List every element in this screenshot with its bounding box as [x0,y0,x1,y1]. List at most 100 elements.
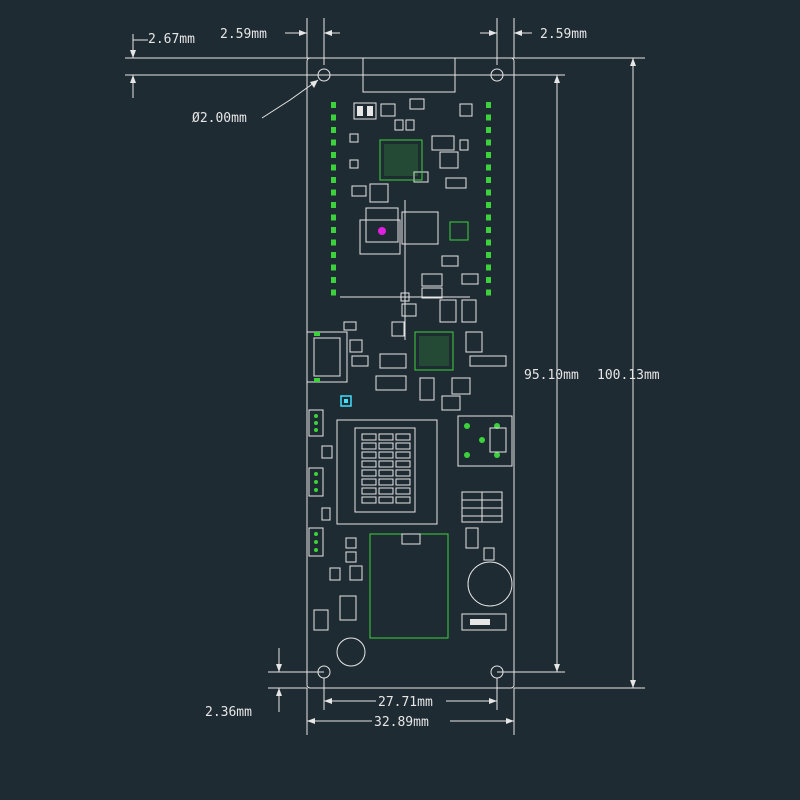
push-button-cap [489,427,507,453]
lora-module-cell [378,487,394,495]
lora-module-cell [378,460,394,468]
dim-board-width: 32.89mm [374,715,429,730]
header-pin [486,164,491,171]
switch [308,527,324,557]
arrow [554,664,560,672]
header-pin [331,239,336,246]
header-pin [331,227,336,233]
smd-part [349,133,359,143]
usb-pad [314,332,320,336]
usb-connector [306,331,348,383]
lora-module-cell [378,496,394,504]
switch-pad [314,480,318,484]
header-pin [331,189,336,196]
smd-part [367,106,373,116]
smd-part [343,321,357,331]
header-pin [486,177,491,183]
smd-part [365,207,399,243]
header-pin [331,202,336,208]
smd-part [465,527,479,549]
header-pin [486,202,491,208]
ic-chip-2 [414,331,454,371]
smd-part [379,353,407,369]
dim-board-height: 100.13mm [597,368,660,383]
smd-part [349,159,359,169]
smd-part [394,119,404,131]
push-button-pad [494,452,500,458]
header-pin [331,139,336,146]
lora-module-cell [361,442,377,450]
smd-part [459,139,469,151]
switch-pad [314,532,318,536]
smd-part [461,299,477,323]
smd-part [357,106,363,116]
arrow [310,80,318,88]
push-button [457,415,513,467]
arrow [506,718,514,724]
lora-module-cell [361,487,377,495]
arrow [554,75,560,83]
usb-pad [314,378,320,382]
lora-module [336,419,438,525]
ic-chip-small [449,221,469,241]
header-pin [331,277,336,283]
header-pin [486,189,491,196]
switch-pad [314,421,318,425]
smd-part [351,185,367,197]
smd-part [353,102,377,120]
smd-part [441,395,461,411]
dim-hole-spacing-vertical: 95.10mm [524,368,579,383]
arrow [630,58,636,66]
header-pin [331,164,336,171]
smd-part [380,103,396,117]
lora-module-cell [395,460,411,468]
smd-part [401,303,417,317]
lora-module-cell [395,433,411,441]
header-pin [331,289,336,296]
lora-module-cell [361,460,377,468]
switch [308,467,324,497]
components [306,98,513,667]
lora-module-cell [378,451,394,459]
battery-holder [467,561,513,607]
header-pin [486,264,491,271]
arrow [514,30,522,36]
lora-module-cell [361,496,377,504]
switch [308,409,324,437]
arrow [130,50,136,58]
smd-part [349,339,363,353]
ic-chip-2-pad [419,336,449,366]
lora-module-cell [395,478,411,486]
switch-pad [314,488,318,492]
smd-part [375,375,407,391]
leader-line [261,79,319,119]
arrow [130,75,136,83]
lora-module-cell [361,469,377,477]
dim-hole-diameter: Ø2.00mm [192,111,247,126]
push-button-pad [464,423,470,429]
dimension-lines [125,18,645,735]
smd-part [313,609,329,631]
smd-part [421,273,443,287]
arrow [307,718,315,724]
header-pin [486,102,491,108]
arrow [630,680,636,688]
usb-connector-inner [313,337,341,377]
dim-right-hole-inset: 2.59mm [540,27,587,42]
smd-part [421,287,443,299]
header-pin [486,114,491,121]
led [340,395,352,407]
arrow [276,688,282,696]
sd-card-tab [401,533,421,545]
smd-part [349,565,363,581]
marker-dot [378,227,386,235]
header-pin [486,227,491,233]
smd-part [483,547,495,561]
smd-part [461,273,479,285]
header-pin [331,214,336,221]
lora-module-cell [395,442,411,450]
arrow [489,30,497,36]
switch-pad [314,472,318,476]
